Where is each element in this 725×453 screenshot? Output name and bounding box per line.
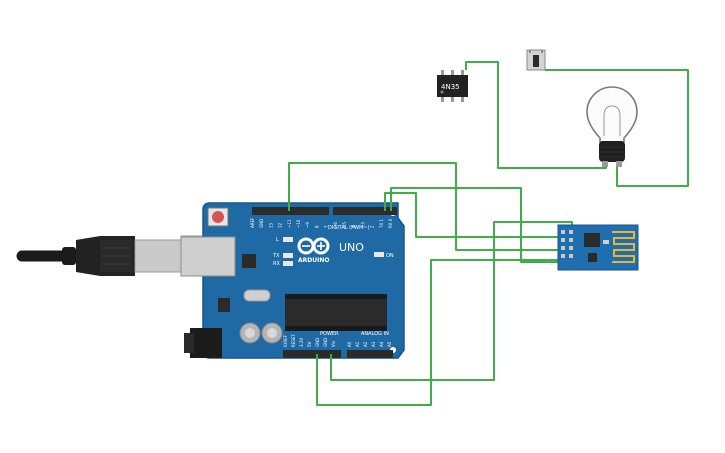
pin-label: AREF	[250, 217, 255, 228]
arduino-uno-board[interactable]: L TX RX ON UNO ARDUINO AREF GND 13 12 ~11 ~10…	[180, 202, 405, 359]
pin-label: ~9	[305, 222, 310, 228]
led-label-rx: RX	[273, 261, 280, 267]
pin-label: 4	[351, 225, 356, 228]
optocoupler-4n35[interactable]: 4N35	[437, 70, 468, 102]
power-header	[283, 350, 393, 358]
pin-label: Vin	[331, 340, 336, 347]
pin-label: 2	[370, 225, 375, 228]
pin-label: A0	[347, 341, 352, 347]
esp8266-wifi-module[interactable]	[557, 224, 639, 271]
atmega-chip	[285, 294, 387, 331]
pin-label: GND	[259, 219, 264, 228]
wire-button-to-bulb[interactable]	[545, 69, 689, 187]
pin-label: A1	[355, 341, 360, 347]
reset-button-icon[interactable]	[207, 207, 229, 227]
wire-5v-to-module[interactable]	[316, 259, 560, 406]
pin-label: 13	[268, 222, 273, 228]
pin-label: 5V	[307, 341, 312, 347]
wire-pin-digital-to-module[interactable]	[288, 162, 560, 251]
push-button-icon[interactable]	[526, 49, 546, 71]
wire-optocoupler-to-bulb[interactable]	[465, 61, 607, 169]
optocoupler-label: 4N35	[441, 83, 460, 91]
board-brand: ARDUINO	[298, 257, 329, 264]
pin-label: 7	[324, 225, 329, 228]
digital-header	[252, 207, 397, 215]
board-model: UNO	[339, 241, 364, 254]
light-bulb-icon[interactable]	[586, 86, 638, 167]
digital-label: DIGITAL (PWM~)	[328, 225, 370, 231]
pin-label: ~11	[287, 219, 292, 228]
led-label-tx: TX	[272, 253, 280, 259]
pin-label: A2	[363, 341, 368, 347]
wire-rx-to-module[interactable]	[390, 187, 560, 263]
pin-label: A4	[379, 341, 384, 347]
pin-label: 3.3V	[299, 338, 304, 347]
led-label-l: L	[276, 237, 279, 243]
arduino-logo	[297, 237, 330, 255]
pin-label: IOREF	[283, 334, 288, 347]
power-label: POWER	[320, 331, 339, 337]
pin-label: A3	[371, 341, 376, 347]
pin-label: A5	[387, 341, 392, 347]
wire-gnd-to-module[interactable]	[330, 221, 573, 381]
pin-label: GND	[323, 338, 328, 347]
pin-label: ~10	[296, 219, 301, 228]
wire-tx-to-module[interactable]	[384, 192, 560, 238]
pin-label: 12	[278, 222, 283, 228]
pin-label: GND	[315, 338, 320, 347]
pin-label: ~5	[342, 222, 347, 228]
pin-label: TX 1	[379, 219, 384, 229]
module-pins	[561, 230, 573, 258]
pin-label: 8	[314, 225, 319, 228]
pin-label: RX 0	[388, 218, 393, 228]
wifi-antenna-icon	[612, 231, 635, 263]
led-label-on: ON	[386, 253, 394, 259]
pin-label: ~3	[360, 222, 365, 228]
analog-label: ANALOG IN	[361, 331, 389, 337]
digital-pin-labels: AREF GND 13 12 ~11 ~10 ~9 8 7 ~6 ~5 4 ~3 2 TX 1 RX 0	[250, 217, 393, 229]
pin-label: RESET	[291, 334, 296, 347]
pin-label: ~6	[333, 222, 338, 228]
